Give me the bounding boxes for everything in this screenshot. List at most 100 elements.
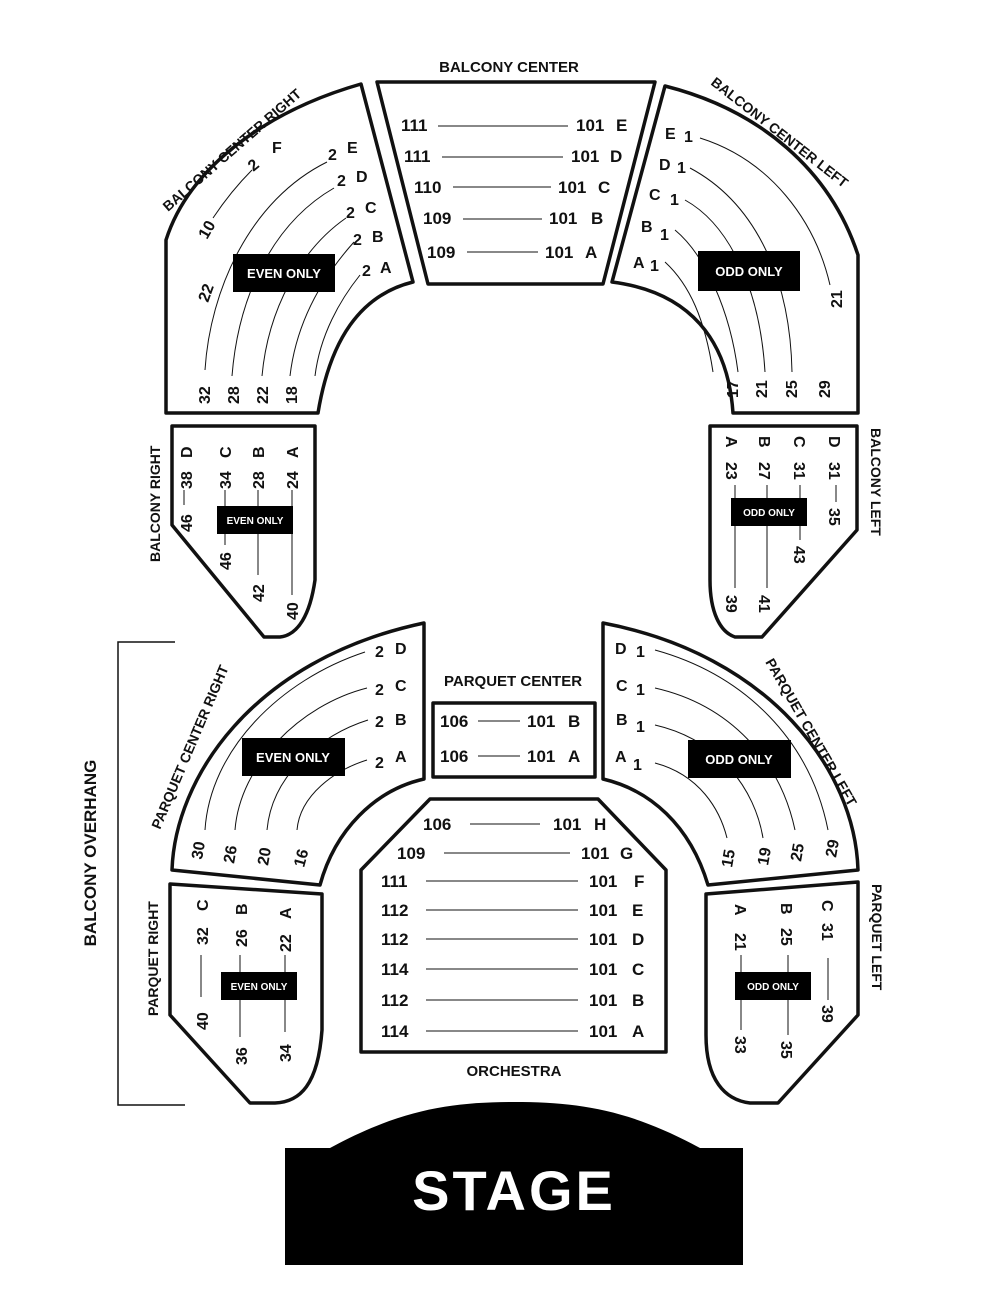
row-a: 106 101 A <box>440 747 580 766</box>
svg-text:E: E <box>616 116 627 135</box>
row-g: 109 101 G <box>397 844 633 863</box>
svg-text:20: 20 <box>255 846 275 867</box>
svg-text:1: 1 <box>660 227 669 244</box>
svg-text:2: 2 <box>337 173 346 190</box>
balcony-left-title: BALCONY LEFT <box>868 428 884 536</box>
svg-text:109: 109 <box>423 209 451 228</box>
svg-text:ODD ONLY: ODD ONLY <box>747 982 799 993</box>
row-c: 114 101 C <box>381 960 644 979</box>
row-f: 111 101 F <box>381 872 644 891</box>
svg-text:ODD ONLY: ODD ONLY <box>715 264 783 279</box>
svg-text:D: D <box>610 147 622 166</box>
row-e: 112 101 E <box>381 901 643 920</box>
parquet-center-title: PARQUET CENTER <box>444 673 582 690</box>
balcony-left-section[interactable]: BALCONY LEFT A 23 B 27 C 31 D 31 35 43 3… <box>708 424 884 639</box>
even-only-badge: EVEN ONLY <box>221 972 297 1000</box>
svg-text:34: 34 <box>278 1044 295 1062</box>
svg-text:2: 2 <box>328 147 337 164</box>
svg-text:110: 110 <box>414 178 441 197</box>
svg-text:1: 1 <box>684 129 693 146</box>
svg-text:111: 111 <box>404 147 431 166</box>
svg-text:C: C <box>818 900 835 912</box>
balcony-center-rows: 111 101 E 111 101 D 110 101 C 109 101 <box>401 116 627 262</box>
svg-text:15: 15 <box>719 848 739 869</box>
svg-text:B: B <box>251 446 268 458</box>
svg-text:D: D <box>615 641 627 658</box>
svg-text:35: 35 <box>777 1041 794 1059</box>
svg-text:C: C <box>598 178 610 197</box>
balcony-overhang-bracket: BALCONY OVERHANG <box>81 641 185 1106</box>
svg-text:33: 33 <box>731 1036 748 1054</box>
svg-text:101: 101 <box>589 960 617 979</box>
svg-text:G: G <box>620 844 633 863</box>
svg-text:A: A <box>731 904 748 916</box>
row-b: 106 101 B <box>440 712 580 731</box>
svg-text:C: C <box>632 960 644 979</box>
svg-text:21: 21 <box>829 290 846 308</box>
svg-text:101: 101 <box>581 844 609 863</box>
orchestra-rows: 106 101 H 109 101 G 111 101 F 112 101 <box>381 815 644 1041</box>
svg-text:B: B <box>641 219 653 236</box>
svg-text:C: C <box>395 678 407 695</box>
orchestra-section[interactable]: ORCHESTRA 106 101 H 109 101 G 111 101 F <box>359 797 668 1080</box>
svg-text:106: 106 <box>423 815 451 834</box>
svg-text:A: A <box>722 436 739 448</box>
svg-text:A: A <box>632 1022 644 1041</box>
svg-text:C: C <box>616 678 628 695</box>
odd-only-badge: ODD ONLY <box>688 740 791 778</box>
svg-text:2: 2 <box>375 682 384 699</box>
svg-text:E: E <box>347 140 358 157</box>
parquet-center-section[interactable]: PARQUET CENTER 106 101 B 106 101 A <box>431 673 597 779</box>
svg-text:106: 106 <box>440 747 468 766</box>
parquet-right-section[interactable]: PARQUET RIGHT C 32 B 26 A 22 40 36 34 EV… <box>145 882 324 1105</box>
svg-text:101: 101 <box>527 712 555 731</box>
svg-text:101: 101 <box>589 901 617 920</box>
svg-text:28: 28 <box>251 471 268 489</box>
svg-text:34: 34 <box>218 471 235 489</box>
row-a: 109 101 A <box>427 243 597 262</box>
svg-text:25: 25 <box>784 380 801 398</box>
svg-text:41: 41 <box>755 595 772 613</box>
svg-text:31: 31 <box>825 462 842 480</box>
svg-text:42: 42 <box>251 584 268 602</box>
row-d: 111 101 D <box>404 147 622 166</box>
balcony-center-right-section[interactable]: BALCONY CENTER RIGHT 2 F 2 E 2 D 2 C 2 B… <box>159 82 415 415</box>
svg-text:B: B <box>568 712 580 731</box>
balcony-right-section[interactable]: BALCONY RIGHT D 38 C 34 B 28 A 24 46 46 … <box>147 424 317 639</box>
svg-text:A: A <box>585 243 597 262</box>
svg-text:23: 23 <box>722 462 739 480</box>
svg-text:D: D <box>825 436 842 448</box>
svg-text:114: 114 <box>381 1022 409 1041</box>
parquet-left-section[interactable]: PARQUET LEFT A 21 B 25 C 31 33 35 39 ODD… <box>704 880 885 1105</box>
stage-label: STAGE <box>412 1159 616 1222</box>
svg-text:1: 1 <box>677 160 686 177</box>
svg-text:22: 22 <box>278 934 295 952</box>
parquet-left-title: PARQUET LEFT <box>869 884 885 991</box>
odd-only-badge: ODD ONLY <box>698 251 800 291</box>
balcony-center-left-section[interactable]: BALCONY CENTER LEFT E 1 D 1 C 1 B 1 A 1 … <box>610 74 860 415</box>
balcony-overhang-label: BALCONY OVERHANG <box>81 760 100 947</box>
balcony-center-right-lines <box>204 161 361 377</box>
svg-text:32: 32 <box>195 927 212 945</box>
svg-text:2: 2 <box>346 205 355 222</box>
svg-text:2: 2 <box>375 644 384 661</box>
svg-text:22: 22 <box>255 386 272 404</box>
balcony-center-section[interactable]: BALCONY CENTER 111 101 E 111 101 D 110 1… <box>375 59 657 286</box>
svg-text:B: B <box>755 436 772 448</box>
svg-text:101: 101 <box>545 243 573 262</box>
even-only-badge: EVEN ONLY <box>217 506 293 534</box>
svg-text:32: 32 <box>197 386 214 404</box>
stage: STAGE <box>285 1102 743 1265</box>
svg-text:F: F <box>634 872 644 891</box>
svg-text:D: D <box>659 157 671 174</box>
svg-text:1: 1 <box>636 682 645 699</box>
svg-text:111: 111 <box>381 872 408 891</box>
svg-text:D: D <box>356 169 368 186</box>
svg-text:C: C <box>790 436 807 448</box>
row-d: 112 101 D <box>381 930 644 949</box>
row-c: 110 101 C <box>414 178 610 197</box>
svg-text:1: 1 <box>636 644 645 661</box>
row-e: 111 101 E <box>401 116 627 135</box>
svg-text:B: B <box>395 712 407 729</box>
svg-text:40: 40 <box>285 602 302 620</box>
